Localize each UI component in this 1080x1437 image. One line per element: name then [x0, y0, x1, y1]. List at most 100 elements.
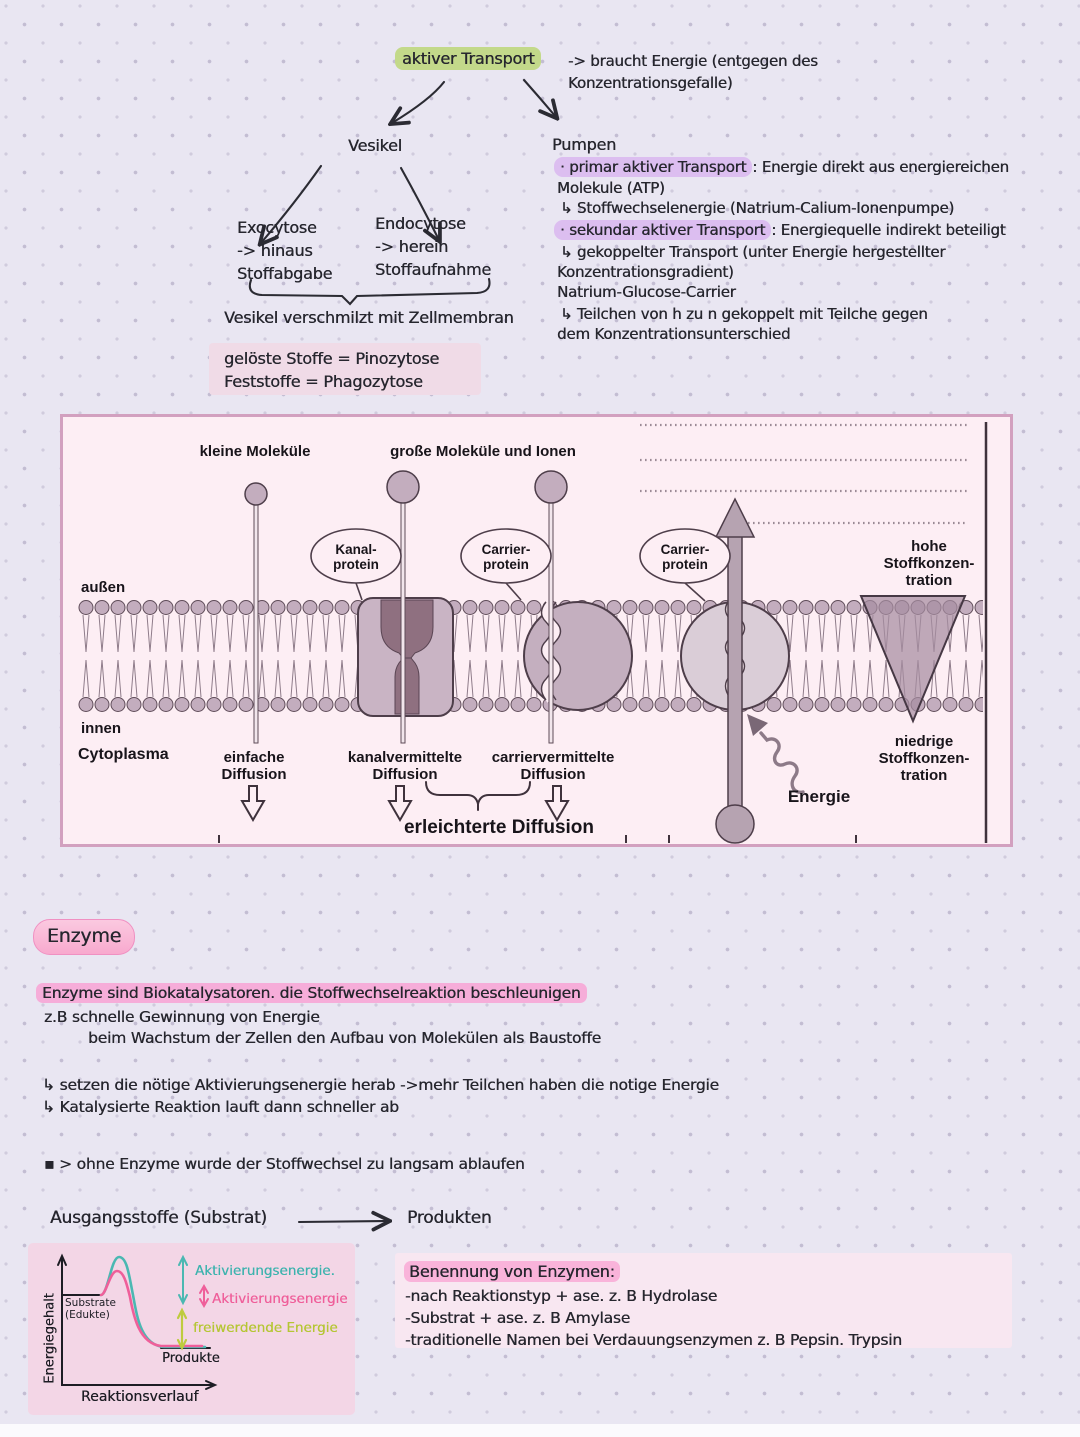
small-molecule [244, 482, 268, 744]
carrier-protein1-line1: Carrier- [481, 542, 531, 557]
energy-diagram-chart: Energiegehalt Substrate (Edukte) Produkt… [28, 1243, 355, 1415]
label-small-molecules: kleine Moleküle [199, 443, 311, 460]
primary-active-transport-highlight: · primar aktiver Transport [554, 157, 753, 177]
low-conc-line1: niedrige [894, 733, 954, 750]
energy-squiggle-arrow [747, 714, 805, 794]
brace-note: Vesikel verschmilzt mit Zellmembran [224, 308, 514, 327]
enzyme-bullet2: ↳ Katalysierte Reaktion lauft dann schne… [42, 1098, 399, 1116]
label-cytoplasm: Cytoplasma [78, 746, 169, 763]
channel-diffusion-line2: Diffusion [372, 766, 438, 783]
label-inside: innen [81, 720, 121, 737]
root-note-line1: -> braucht Energie (entgegen des [568, 52, 818, 70]
curve-with-enzyme [99, 1269, 204, 1348]
endocytose-title: Endocytose [375, 214, 466, 233]
pumpen-note-4-rest: : Energiequelle indirekt beteiligt [771, 221, 1006, 239]
energy-diagram-drawing [57, 1253, 218, 1390]
simple-diffusion-line1: einfache [223, 749, 285, 766]
chart-axes [61, 1258, 213, 1386]
endocytose-line2: -> herein [375, 237, 449, 256]
chart-xlabel: Reaktionsverlauf [81, 1389, 199, 1405]
enzyme-naming-item-1: -nach Reaktionstyp + ase. z. B Hydrolase [405, 1287, 718, 1305]
label-ellipses [310, 528, 731, 602]
curve-without-enzyme [99, 1255, 207, 1349]
pumpen-note-7: Natrium-Glucose-Carrier [557, 283, 736, 301]
diffusion-arrows [240, 785, 570, 822]
pinozytose-line1: gelöste Stoffe = Pinozytose [224, 349, 440, 368]
topic-active-transport: aktiver Transport [395, 47, 542, 70]
enzyme-intro-highlight: Enzyme sind Biokatalysatoren. die Stoffw… [36, 983, 587, 1003]
exocytose-title: Exocytose [237, 218, 317, 237]
enzyme-section-badge: Enzyme [33, 919, 135, 955]
dotted-concentration-lines [640, 423, 968, 525]
enzyme-naming-item-3: -traditionelle Namen bei Verdauungsenzym… [405, 1331, 902, 1349]
pumpen-note-4: · sekundar aktiver Transport: Energieque… [554, 220, 1006, 240]
enzyme-bullet1: ↳ setzen die nötige Aktivierungsenergie … [42, 1076, 719, 1094]
label-large-molecules: große Moleküle und Ionen [390, 443, 576, 460]
pumpen-note-9: dem Konzentrationsunterschied [557, 325, 791, 343]
pumpen-note-5: ↳ gekoppelter Transport (unter Energie h… [560, 243, 946, 261]
reaction-substrate-label: Ausgangsstoffe (Substrat) [50, 1208, 267, 1228]
membrane-transport-figure: kleine Moleküle große Moleküle und Ionen… [60, 414, 1013, 847]
label-facilitated-diffusion: erleichterte Diffusion [403, 817, 595, 838]
pumpen-note-1-rest: : Energie direkt aus energiereichen [752, 158, 1009, 176]
carrier-diffusion-line1: carriervermittelte [491, 749, 615, 766]
label-outside: außen [81, 579, 126, 596]
label-carrier-diffusion: carriervermittelte Diffusion [492, 749, 615, 783]
enzyme-naming-highlight: Benennung von Enzymen: [404, 1261, 620, 1282]
exocytose-block: Exocytose -> hinaus Stoffabgabe [237, 216, 332, 285]
pumpen-note-3: ↳ Stoffwechselenergie (Natrium-Calium-Io… [560, 199, 955, 217]
pumpen-note-6: Konzentrationsgradient) [557, 263, 734, 281]
enzyme-badge-label: Enzyme [46, 925, 122, 947]
enzyme-line3: beim Wachstum der Zellen den Aufbau von … [88, 1029, 601, 1047]
label-simple-diffusion: einfache Diffusion [222, 749, 287, 783]
large-molecule-channel [386, 470, 420, 744]
endocytose-line3: Stoffaufnahme [375, 260, 491, 279]
chart-substrate-label: Substrate (Edukte) [65, 1297, 116, 1321]
enzyme-naming-box: Benennung von Enzymen: -nach Reaktionsty… [395, 1253, 1012, 1349]
chart-ylabel: Energiegehalt [42, 1293, 58, 1384]
high-conc-line2: Stoffkonzen- [883, 555, 975, 572]
high-conc-line3: tration [905, 572, 953, 589]
secondary-active-transport-highlight: · sekundar aktiver Transport [554, 220, 772, 240]
channel-protein-line2: protein [333, 557, 379, 572]
low-conc-line3: tration [900, 767, 948, 784]
pumped-molecule [715, 804, 755, 844]
label-high-concentration: hohe Stoffkonzen- tration [884, 538, 975, 589]
carrier-protein1-line2: protein [483, 557, 529, 572]
reaction-product-label: Produkten [407, 1208, 492, 1228]
node-vesikel: Vesikel [348, 136, 402, 155]
scan-marks [218, 422, 988, 843]
substrate-line2: (Edukte) [65, 1309, 110, 1321]
released-energy-arrow [176, 1307, 188, 1351]
concentration-gradient-triangle [859, 595, 967, 724]
carrier-protein2-line1: Carrier- [660, 542, 710, 557]
channel-diffusion-line1: kanalvermittelte [347, 749, 463, 766]
pumpen-note-1: · primar aktiver Transport: Energie dire… [554, 157, 1009, 177]
label-carrier-protein-1: Carrier- protein [482, 542, 531, 572]
enzyme-conclusion: ▪ > ohne Enzyme wurde der Stoffwechsel z… [44, 1155, 525, 1173]
exocytose-line3: Stoffabgabe [237, 264, 333, 283]
endocytose-block: Endocytose -> herein Stoffaufnahme [375, 212, 491, 281]
channel-protein-line1: Kanal- [335, 542, 377, 557]
pumpen-note-2: Molekule (ATP) [557, 179, 665, 197]
enzyme-naming-title: Benennung von Enzymen: [404, 1261, 1012, 1282]
activation-arrow-pink [199, 1283, 209, 1309]
root-note-line2: Konzentrationsgefalle) [568, 74, 733, 92]
facilitated-diffusion-brace [425, 781, 531, 811]
enzyme-intro: Enzyme sind Biokatalysatoren. die Stoffw… [36, 983, 587, 1003]
enzyme-naming-item-2: -Substrat + ase. z. B Amylase [405, 1309, 631, 1327]
membrane-figure-drawing [78, 422, 988, 844]
chart-activation-pink-label: Aktivierungsenergie [212, 1291, 348, 1307]
pinozytose-line2: Feststoffe = Phagozytose [224, 372, 423, 391]
pump-arrow [714, 497, 756, 844]
label-low-concentration: niedrige Stoffkonzen- tration [879, 733, 970, 784]
large-molecule-carrier [534, 470, 568, 744]
page-bottom-edge [0, 1424, 1080, 1437]
enzyme-line2: z.B schnelle Gewinnung von Energie [44, 1008, 320, 1026]
simple-diffusion-line2: Diffusion [221, 766, 287, 783]
pinozytose-box: gelöste Stoffe = Pinozytose Feststoffe =… [209, 343, 481, 395]
carrier-diffusion-line2: Diffusion [520, 766, 586, 783]
carrier-protein-shape [523, 599, 633, 711]
exocytose-line2: -> hinaus [237, 241, 313, 260]
